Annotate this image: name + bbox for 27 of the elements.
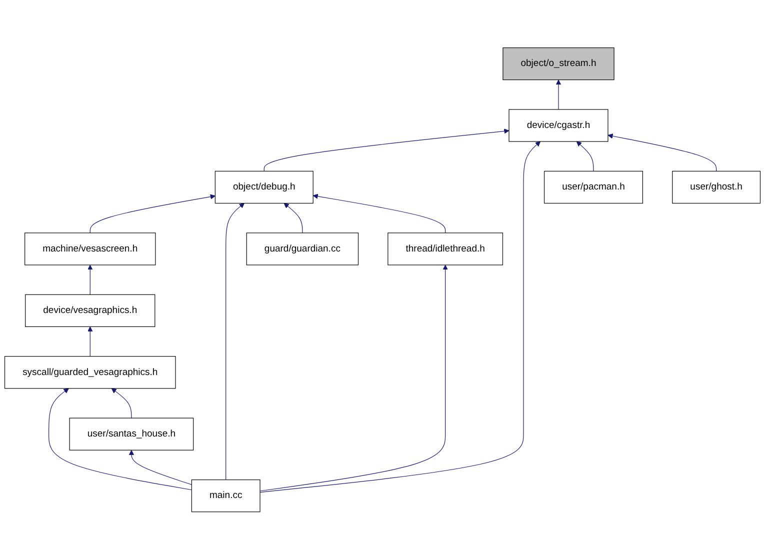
arrow bbox=[128, 450, 192, 486]
node-box: thread/idlethread.h bbox=[388, 232, 504, 266]
node-box: user/santas_house.h bbox=[69, 418, 194, 451]
node-box: main.cc bbox=[191, 480, 260, 512]
node-box: object/o_stream.h bbox=[502, 48, 614, 80]
arrow bbox=[88, 326, 93, 357]
node-box: machine/vesascreen.h bbox=[24, 232, 156, 266]
arrow bbox=[608, 134, 717, 172]
arrow bbox=[260, 264, 448, 492]
arrow bbox=[90, 194, 216, 234]
arrow bbox=[88, 264, 93, 296]
arrow bbox=[284, 203, 303, 234]
arrow bbox=[260, 141, 541, 493]
arrow bbox=[312, 194, 446, 234]
node-box: guard/guardian.cc bbox=[246, 232, 359, 266]
arrow bbox=[576, 141, 594, 172]
node-box: device/cgastr.h bbox=[508, 109, 608, 142]
arrow bbox=[48, 388, 192, 490]
arrow bbox=[111, 388, 132, 419]
node-box: object/debug.h bbox=[214, 171, 314, 204]
arrow bbox=[556, 80, 562, 110]
node-box: user/pacman.h bbox=[544, 171, 643, 204]
arrow bbox=[226, 203, 244, 480]
node-box: device/vesagraphics.h bbox=[25, 294, 156, 328]
arrow bbox=[264, 128, 510, 172]
node-box: syscall/guarded_vesagraphics.h bbox=[4, 356, 176, 389]
node-box: user/ghost.h bbox=[672, 171, 761, 204]
